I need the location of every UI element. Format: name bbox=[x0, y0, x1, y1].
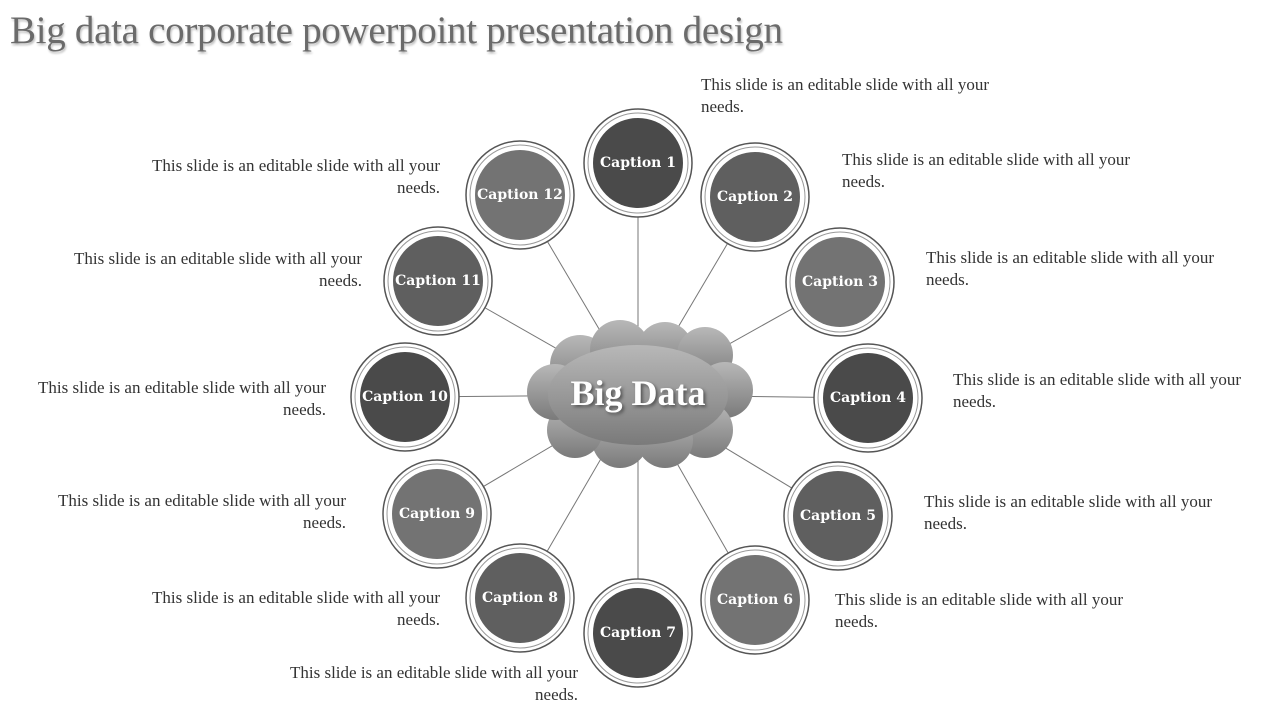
slide-title: Big data corporate powerpoint presentati… bbox=[10, 9, 783, 52]
caption-label: Caption 2 bbox=[717, 189, 793, 205]
description-text: This slide is an editable slide with all… bbox=[953, 370, 1242, 411]
caption-label: Caption 7 bbox=[600, 625, 676, 641]
caption-label: Caption 5 bbox=[800, 508, 876, 524]
description-text: This slide is an editable slide with all… bbox=[37, 378, 326, 419]
caption-node-6 bbox=[700, 545, 810, 655]
description-text: This slide is an editable slide with all… bbox=[57, 491, 346, 532]
caption-node-2 bbox=[700, 142, 810, 252]
description-text: This slide is an editable slide with all… bbox=[151, 588, 440, 629]
description-text: This slide is an editable slide with all… bbox=[151, 156, 440, 197]
caption-label: Caption 11 bbox=[395, 273, 481, 289]
description-text: This slide is an editable slide with all… bbox=[924, 492, 1213, 533]
caption-node-3 bbox=[785, 227, 895, 337]
description-text: This slide is an editable slide with all… bbox=[926, 248, 1215, 289]
caption-label: Caption 3 bbox=[802, 274, 878, 290]
center-label: Big Data bbox=[570, 373, 706, 413]
description-text: This slide is an editable slide with all… bbox=[289, 663, 578, 704]
description-text: This slide is an editable slide with all… bbox=[701, 75, 990, 116]
caption-node-1 bbox=[583, 108, 693, 218]
caption-node-10 bbox=[350, 342, 460, 452]
caption-node-12 bbox=[465, 140, 575, 250]
caption-label: Caption 8 bbox=[482, 590, 558, 606]
caption-node-9 bbox=[382, 459, 492, 569]
caption-label: Caption 4 bbox=[830, 390, 906, 406]
caption-label: Caption 10 bbox=[362, 389, 448, 405]
caption-node-7 bbox=[583, 578, 693, 688]
description-text: This slide is an editable slide with all… bbox=[835, 590, 1124, 631]
caption-label: Caption 6 bbox=[717, 592, 793, 608]
caption-node-5 bbox=[783, 461, 893, 571]
caption-node-11 bbox=[383, 226, 493, 336]
cloud-shape bbox=[527, 320, 753, 468]
caption-label: Caption 9 bbox=[399, 506, 475, 522]
caption-label: Caption 12 bbox=[477, 187, 563, 203]
caption-node-8 bbox=[465, 543, 575, 653]
caption-label: Caption 1 bbox=[600, 155, 676, 171]
caption-node-4 bbox=[813, 343, 923, 453]
description-text: This slide is an editable slide with all… bbox=[842, 150, 1131, 191]
description-text: This slide is an editable slide with all… bbox=[73, 249, 362, 290]
